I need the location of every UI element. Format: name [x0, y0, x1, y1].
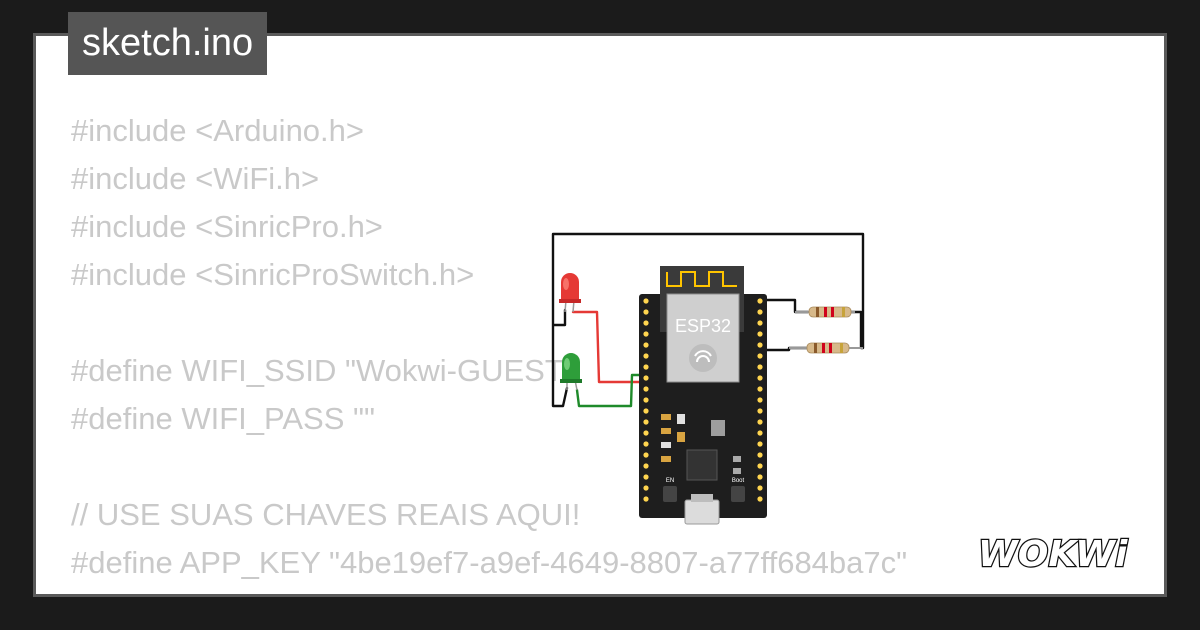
red-led-wire — [571, 310, 642, 384]
right-pin-header — [757, 298, 763, 502]
code-block: #include <Arduino.h> #include <WiFi.h> #in… — [71, 107, 1062, 594]
resistor-1 — [795, 306, 855, 318]
code-line-9: // USE SUAS CHAVES REAIS AQUI! — [71, 497, 581, 532]
wokwi-logo: WOKWi — [977, 533, 1129, 577]
green-led-wire — [575, 373, 642, 408]
code-line-4: #include <SinricProSwitch.h> — [71, 257, 475, 292]
file-tab[interactable]: sketch.ino — [68, 12, 268, 75]
left-pin-header — [643, 298, 649, 502]
boot-label: Boot — [732, 478, 745, 484]
code-line-7: #define WIFI_PASS "" — [71, 401, 376, 436]
code-line-11: #define APP_SECRET "c0bf4753-f576-465f-a… — [71, 587, 1062, 594]
code-preview-card: #include <Arduino.h> #include <WiFi.h> #in… — [33, 33, 1167, 597]
espressif-logo-icon — [689, 344, 717, 372]
code-line-6: #define WIFI_SSID "Wokwi-GUEST" — [71, 353, 575, 388]
code-line-3: #include <SinricPro.h> — [71, 209, 383, 244]
code-line-1: #include <Arduino.h> — [71, 113, 365, 148]
green-led — [560, 353, 582, 391]
resistor-2 — [789, 342, 863, 354]
circuit-diagram: ESP32 EN Boot — [551, 232, 865, 525]
code-line-10: #define APP_KEY "4be19ef7-a9ef-4649-8807… — [71, 545, 908, 580]
red-led — [559, 273, 581, 313]
esp32-board: ESP32 EN Boot — [639, 266, 767, 525]
code-line-2: #include <WiFi.h> — [71, 161, 320, 196]
en-label: EN — [666, 478, 674, 484]
board-label: ESP32 — [675, 316, 731, 336]
logo-text: WOKWi — [978, 534, 1128, 575]
